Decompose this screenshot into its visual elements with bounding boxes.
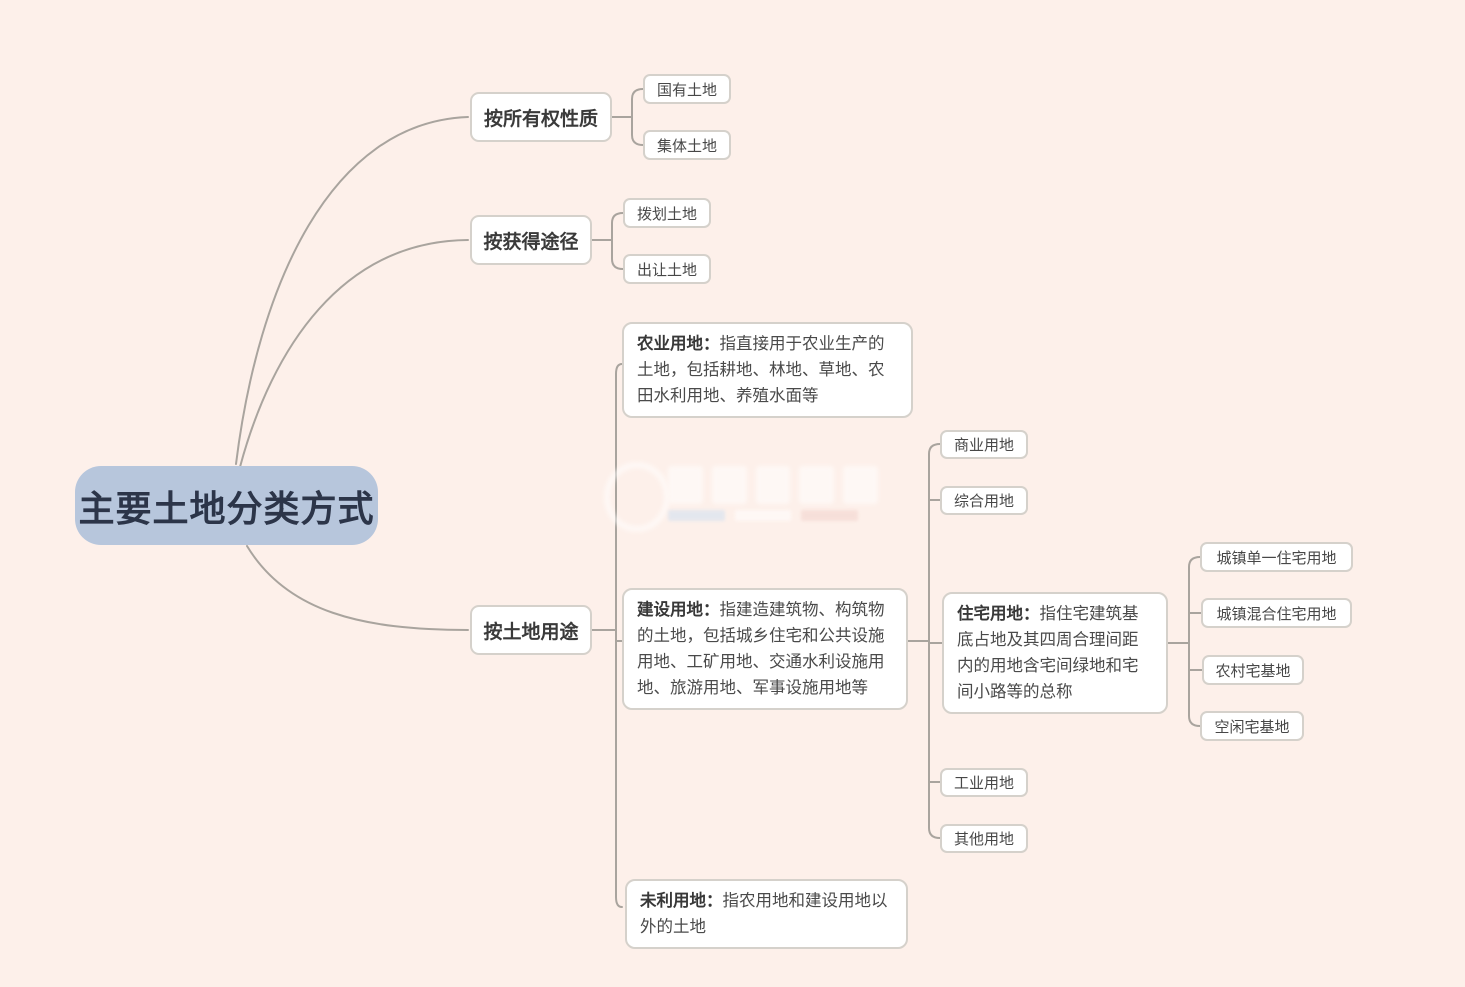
- node-industrial-land[interactable]: 工业用地: [940, 768, 1028, 797]
- node-unused-land[interactable]: 未利用地：指农用地和建设用地以外的土地: [625, 879, 908, 949]
- watermark-title-glyphs: [668, 466, 878, 504]
- agricultural-colon: ：: [703, 335, 720, 353]
- residential-term: 住宅用地: [957, 605, 1023, 623]
- watermark-url-glyphs: [668, 510, 859, 521]
- node-vacant-homestead[interactable]: 空闲宅基地: [1200, 711, 1304, 741]
- construction-desc: 指建造建筑物、构筑物的土地，包括城乡住宅和公共设施用地、工矿用地、交通水利设施用…: [637, 601, 885, 697]
- unused-desc: 指农用地和建设用地以外的土地: [640, 892, 888, 936]
- branch-by-acquisition[interactable]: 按获得途径: [470, 215, 592, 265]
- node-commercial-land[interactable]: 商业用地: [940, 430, 1028, 459]
- residential-colon: ：: [1023, 605, 1040, 623]
- construction-colon: ：: [703, 601, 720, 619]
- branch-by-land-use[interactable]: 按土地用途: [470, 605, 592, 655]
- unused-term: 未利用地: [640, 892, 706, 910]
- construction-term: 建设用地: [637, 601, 703, 619]
- residential-desc: 指住宅建筑基底占地及其四周合理间距内的用地含宅间绿地和宅间小路等的总称: [957, 605, 1139, 701]
- connector-root-usage: [246, 545, 469, 631]
- watermark-logo-icon: [604, 462, 670, 532]
- node-collective-land[interactable]: 集体土地: [643, 130, 731, 160]
- connector-bracket-acquisition: [611, 212, 624, 270]
- node-urban-single-residential[interactable]: 城镇单一住宅用地: [1200, 542, 1353, 572]
- root-node-land-classification[interactable]: 主要土地分类方式: [75, 466, 378, 545]
- node-allocated-land[interactable]: 拨划土地: [623, 198, 711, 228]
- agricultural-desc: 指直接用于农业生产的土地，包括耕地、林地、草地、农田水利用地、养殖水面等: [637, 335, 885, 405]
- node-other-land[interactable]: 其他用地: [940, 824, 1028, 853]
- node-state-owned-land[interactable]: 国有土地: [643, 74, 731, 104]
- node-residential-land[interactable]: 住宅用地：指住宅建筑基底占地及其四周合理间距内的用地含宅间绿地和宅间小路等的总称: [942, 592, 1168, 714]
- node-urban-mixed-residential[interactable]: 城镇混合住宅用地: [1201, 598, 1352, 628]
- node-construction-land[interactable]: 建设用地：指建造建筑物、构筑物的土地，包括城乡住宅和公共设施用地、工矿用地、交通…: [622, 588, 908, 710]
- unused-colon: ：: [706, 892, 723, 910]
- node-comprehensive-land[interactable]: 综合用地: [940, 486, 1028, 515]
- connector-bracket-ownership: [631, 88, 644, 146]
- agricultural-term: 农业用地: [637, 335, 703, 353]
- connector-bracket-construction: [928, 443, 941, 839]
- connector-root-ownership: [235, 116, 469, 465]
- watermark: [598, 458, 888, 532]
- node-granted-land[interactable]: 出让土地: [623, 254, 711, 284]
- connector-bracket-residential: [1188, 556, 1201, 727]
- node-agricultural-land[interactable]: 农业用地：指直接用于农业生产的土地，包括耕地、林地、草地、农田水利用地、养殖水面…: [622, 322, 913, 418]
- node-rural-homestead[interactable]: 农村宅基地: [1202, 655, 1304, 685]
- branch-by-ownership[interactable]: 按所有权性质: [470, 92, 612, 142]
- connector-root-acquisition: [239, 239, 469, 468]
